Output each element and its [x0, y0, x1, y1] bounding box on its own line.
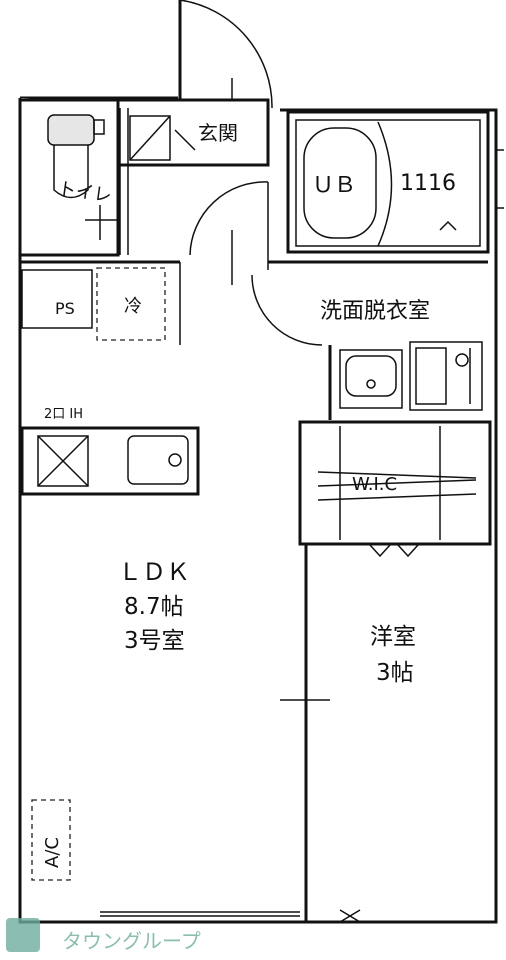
western-room — [280, 544, 361, 923]
unit-bath — [286, 110, 490, 254]
unit-bath-size: 1116 — [400, 171, 456, 196]
entrance-area — [116, 98, 270, 255]
aircon-unit — [31, 799, 71, 881]
western-room-label: 洋室 — [370, 624, 416, 650]
kitchen-counter — [20, 426, 200, 496]
ps-label: PS — [55, 299, 75, 318]
ldk-label: ＬＤＫ — [118, 558, 190, 586]
entrance-label: 玄関 — [198, 121, 238, 145]
ldk-size: 8.7帖 — [124, 594, 184, 620]
outer-walls — [18, 96, 504, 924]
washroom — [251, 260, 488, 420]
wic-room — [298, 420, 492, 558]
watermark-text: タウングループ — [62, 929, 201, 953]
toilet-room — [18, 98, 120, 257]
unit-number: 3号室 — [124, 628, 185, 654]
wic-label: W.I.C — [352, 474, 397, 495]
aircon-label: A/C — [42, 837, 63, 868]
fridge-label: 冷 — [124, 296, 142, 317]
watermark-logo: タウングループ — [6, 918, 201, 953]
bottom-window — [100, 911, 300, 917]
hall-door — [189, 181, 269, 285]
western-room-size: 3帖 — [376, 660, 414, 686]
stove-label: 2口 IH — [44, 407, 83, 422]
washroom-label: 洗面脱衣室 — [320, 299, 430, 324]
unit-bath-label: ＵＢ — [312, 173, 356, 198]
ps-fridge-area — [20, 260, 181, 345]
